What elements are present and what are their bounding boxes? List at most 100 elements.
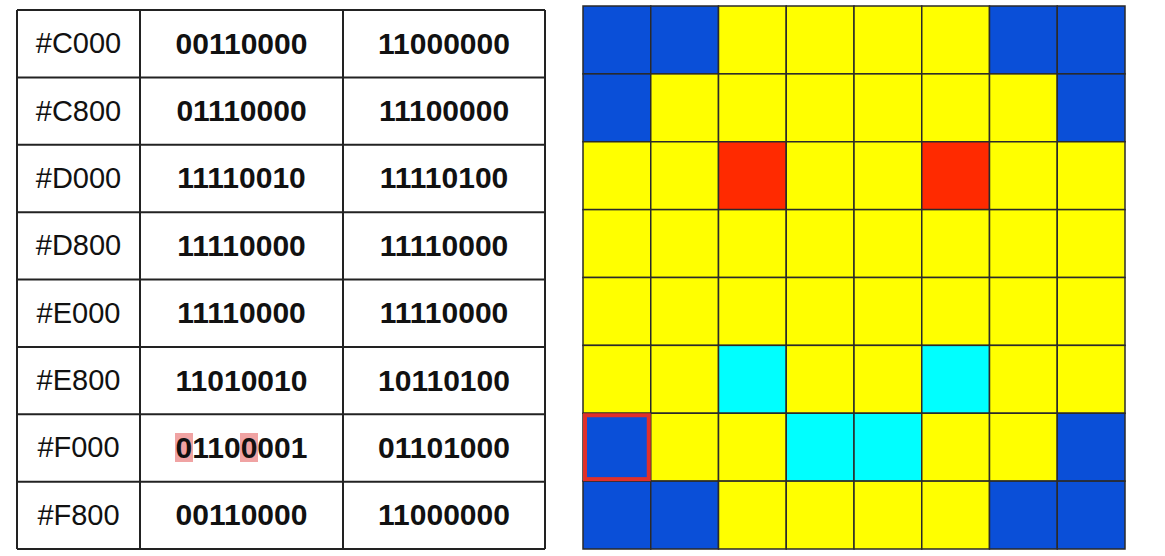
pixel-cell — [719, 74, 787, 142]
binary-cell: 11110000 — [343, 280, 545, 347]
pixel-cell — [651, 413, 719, 481]
table-rule — [17, 144, 545, 146]
pixel-cell — [1057, 6, 1125, 74]
address-cell: #C800 — [17, 77, 140, 144]
pixel-cell — [1057, 210, 1125, 278]
pixel-cell — [786, 345, 854, 413]
binary-cell: 01100001 — [140, 414, 343, 481]
pixel-cell — [990, 278, 1058, 346]
pixel-cell — [922, 278, 990, 346]
pixel-cell — [1057, 278, 1125, 346]
address-cell: #E000 — [17, 280, 140, 347]
pixel-cell — [719, 481, 787, 549]
pixel-cell — [990, 142, 1058, 210]
highlight-frame — [585, 415, 649, 479]
pixel-cell — [1057, 345, 1125, 413]
pixel-cell — [922, 413, 990, 481]
binary-cell: 01110000 — [140, 77, 343, 144]
pixel-cell — [786, 74, 854, 142]
pixel-cell — [583, 142, 651, 210]
pixel-cell — [1057, 74, 1125, 142]
pixel-cell — [854, 74, 922, 142]
binary-cell: 00110000 — [140, 482, 343, 549]
pixel-cell — [854, 142, 922, 210]
pixel-cell — [651, 74, 719, 142]
binary-cell: 11110000 — [343, 212, 545, 279]
table-rule — [17, 211, 545, 213]
pixel-cell — [583, 210, 651, 278]
address-cell: #E800 — [17, 347, 140, 414]
pixel-cell — [583, 74, 651, 142]
pixel-cell — [719, 345, 787, 413]
pixel-cell — [719, 210, 787, 278]
pixel-cell — [651, 6, 719, 74]
binary-cell: 10110100 — [343, 347, 545, 414]
pixel-cell — [651, 345, 719, 413]
pixel-cell — [583, 413, 651, 481]
pixel-cell — [719, 413, 787, 481]
pixel-cell — [854, 6, 922, 74]
pixel-cell — [990, 6, 1058, 74]
table-rule — [17, 413, 545, 415]
pixel-cell — [990, 481, 1058, 549]
pixel-cell — [922, 345, 990, 413]
binary-cell: 11010010 — [140, 347, 343, 414]
pixel-cell — [1057, 142, 1125, 210]
table-grid — [17, 10, 545, 549]
pixel-cell — [990, 413, 1058, 481]
table-rule — [17, 481, 545, 483]
table-rule — [139, 10, 141, 549]
address-cell: #C000 — [17, 10, 140, 77]
binary-cell: 11110000 — [140, 280, 343, 347]
address-cell: #D000 — [17, 145, 140, 212]
pixel-cell — [922, 142, 990, 210]
binary-cell: 11100000 — [343, 77, 545, 144]
pixel-cell — [651, 278, 719, 346]
pixel-cell — [719, 6, 787, 74]
binary-cell: 00110000 — [140, 10, 343, 77]
binary-cell: 11000000 — [343, 482, 545, 549]
address-cell: #F800 — [17, 482, 140, 549]
table-rule — [17, 279, 545, 281]
address-cell: #D800 — [17, 212, 140, 279]
pixel-cell — [922, 210, 990, 278]
table-rule — [17, 9, 545, 11]
table-rule — [17, 76, 545, 78]
pixel-cell — [854, 278, 922, 346]
address-cell: #F000 — [17, 414, 140, 481]
binary-cell: 11000000 — [343, 10, 545, 77]
pixel-cell — [651, 142, 719, 210]
binary-cell: 11110000 — [140, 212, 343, 279]
pixel-cell — [786, 6, 854, 74]
table-rule — [342, 10, 344, 549]
pixel-cell — [990, 210, 1058, 278]
pixel-cell — [922, 74, 990, 142]
pixel-cell — [854, 210, 922, 278]
pixel-cell — [854, 481, 922, 549]
pixel-cell — [583, 6, 651, 74]
binary-cell: 01101000 — [343, 414, 545, 481]
pixel-cell — [651, 210, 719, 278]
pixel-cell — [786, 481, 854, 549]
pixel-cell — [922, 481, 990, 549]
pixel-cell — [786, 142, 854, 210]
table-rule — [16, 10, 18, 549]
pixel-cell — [583, 278, 651, 346]
pixel-cell — [854, 345, 922, 413]
pixel-cell — [990, 345, 1058, 413]
pixel-cell — [786, 278, 854, 346]
pixel-cell — [1057, 413, 1125, 481]
pixel-cell — [651, 481, 719, 549]
pixel-cell — [990, 74, 1058, 142]
table-rule — [17, 346, 545, 348]
pixel-cell — [719, 278, 787, 346]
binary-cell: 11110100 — [343, 145, 545, 212]
pixel-cell — [854, 413, 922, 481]
pixel-cell — [583, 345, 651, 413]
pixel-cell — [786, 413, 854, 481]
pixel-cell — [922, 6, 990, 74]
pixel-cell — [583, 481, 651, 549]
pixel-grid — [583, 6, 1125, 549]
pixel-cell — [786, 210, 854, 278]
